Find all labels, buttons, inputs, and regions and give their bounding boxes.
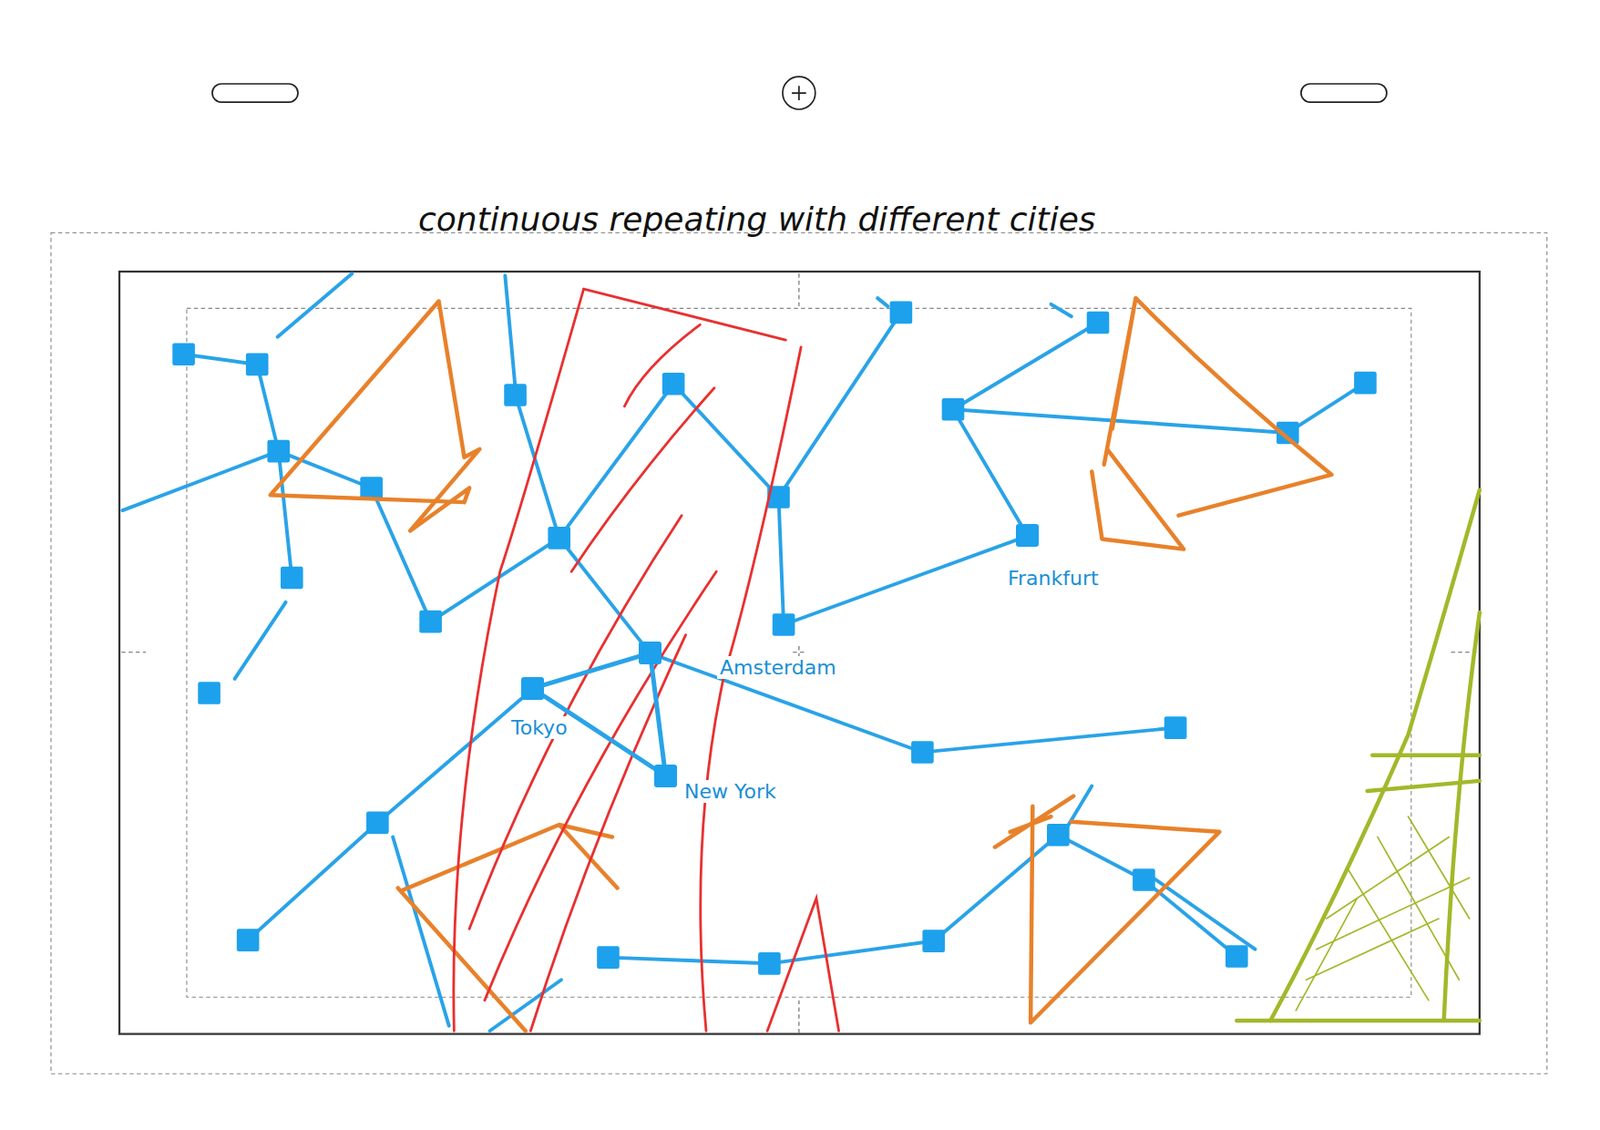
band-hatch (767, 898, 839, 1032)
city-square (266, 440, 290, 463)
city-node: New York (654, 764, 677, 788)
network-line (515, 395, 560, 539)
network-line (783, 535, 1028, 625)
city-square (772, 613, 796, 636)
city-square (1164, 716, 1188, 739)
safe-area-guide (186, 307, 1412, 997)
city-square (662, 372, 686, 396)
city-label: Tokyo (508, 716, 571, 739)
orange-triangle (270, 301, 481, 532)
pill-control (1301, 83, 1387, 103)
network-line (430, 537, 560, 622)
tower-hatching (1295, 816, 1469, 1011)
city-square (911, 740, 934, 764)
city-square (1087, 311, 1110, 335)
city-label: New York (681, 779, 780, 803)
city-node: Frankfurt (1015, 523, 1039, 547)
city-square (197, 681, 221, 705)
city-square (1353, 371, 1377, 395)
network-line (559, 537, 651, 654)
city-square (758, 952, 781, 975)
city-square (922, 929, 945, 953)
frame-guides (51, 232, 1548, 1074)
network-line (1050, 304, 1071, 317)
network-link (651, 664, 665, 765)
network-line (277, 273, 353, 337)
network-line (256, 364, 279, 452)
orange-triangle (398, 824, 618, 1031)
city-square (1132, 868, 1156, 892)
city-square (172, 342, 195, 366)
city-square (596, 945, 620, 969)
tower-leg (1444, 612, 1480, 1021)
network-line (922, 728, 1176, 753)
city-square (1225, 944, 1249, 968)
frame-border (119, 271, 1480, 1035)
network-line (235, 602, 287, 679)
city-square (246, 353, 269, 377)
band-edge (584, 288, 787, 340)
band-hatch (469, 515, 682, 930)
network-line (1152, 877, 1255, 949)
plus-sign (791, 85, 807, 101)
band-hatch (624, 324, 700, 407)
network-line (607, 957, 770, 965)
network-line (933, 834, 1059, 941)
city-square (419, 610, 442, 634)
city-label: Frankfurt (1005, 566, 1102, 590)
network-line (673, 383, 779, 497)
red-band (453, 288, 840, 1031)
network-line (371, 487, 431, 622)
orange-triangle (994, 796, 1220, 1024)
city-label: Amsterdam (717, 656, 840, 679)
orange-triangles (270, 297, 1333, 1031)
network-line (953, 409, 1288, 433)
network-line (247, 822, 378, 941)
pill-control (212, 83, 298, 103)
network-line (778, 312, 901, 498)
network-line (778, 497, 784, 626)
tower-platform (1236, 755, 1480, 1021)
network-line (392, 836, 450, 1026)
network-line (377, 688, 533, 823)
frame-controls (212, 76, 1387, 110)
network-line (122, 451, 278, 511)
network-link (543, 656, 639, 685)
city-square (1046, 823, 1070, 847)
storyboard-note: continuous repeating with different citi… (418, 200, 1097, 238)
city-square (890, 301, 913, 325)
network-line (504, 276, 515, 389)
band-hatch (571, 388, 715, 573)
city-square (359, 476, 383, 500)
band-hatch (530, 635, 686, 1032)
network-line (649, 653, 923, 753)
network-line (877, 297, 888, 307)
network-line (559, 383, 674, 538)
city-square (547, 526, 571, 550)
network-line (1057, 834, 1144, 880)
city-square (280, 566, 304, 590)
bleed-guide (51, 232, 1548, 1074)
city-network (122, 273, 1376, 1031)
center-marks (121, 273, 1477, 1033)
city-node: Amsterdam (638, 641, 662, 665)
network-line (1287, 382, 1365, 433)
city-square (236, 928, 260, 952)
network-line (953, 409, 1028, 536)
band-edge (700, 347, 801, 1031)
city-square (942, 398, 965, 421)
city-square (503, 383, 527, 407)
eiffel-tower-sketch (1236, 490, 1480, 1021)
city-node: Tokyo (521, 676, 544, 700)
orange-triangle (1091, 297, 1332, 549)
add-button (782, 76, 816, 110)
network-line (953, 322, 1098, 410)
city-square (366, 810, 390, 834)
